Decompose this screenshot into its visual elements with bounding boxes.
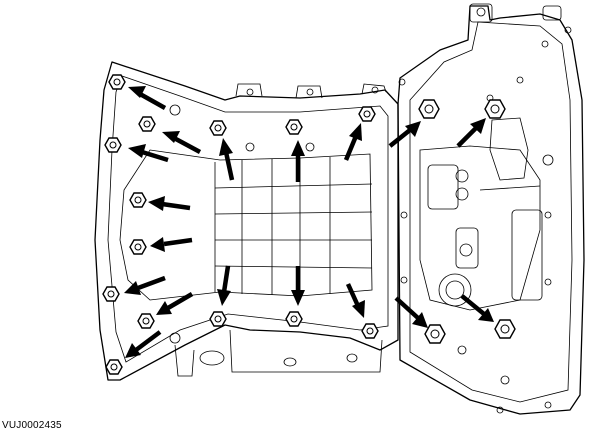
oil-pan-body bbox=[94, 61, 399, 381]
arrow-8 bbox=[125, 330, 162, 358]
bolt-9 bbox=[209, 120, 227, 136]
bolt-2 bbox=[138, 116, 156, 132]
bolt-12 bbox=[209, 311, 227, 327]
bolt-11 bbox=[358, 106, 376, 122]
bolt-18 bbox=[494, 319, 516, 339]
bolt-4 bbox=[129, 192, 147, 208]
arrow-1 bbox=[128, 86, 167, 110]
arrow-6 bbox=[124, 275, 166, 295]
bolt-1 bbox=[108, 74, 126, 90]
arrow-10 bbox=[291, 140, 305, 182]
arrow-4 bbox=[148, 196, 191, 211]
bolt-16 bbox=[484, 99, 506, 119]
arrow-18 bbox=[460, 294, 494, 322]
arrow-16 bbox=[456, 118, 486, 148]
bolt-13 bbox=[285, 311, 303, 327]
arrow-12 bbox=[217, 265, 231, 306]
bolt-17 bbox=[424, 324, 446, 344]
bolt-6 bbox=[102, 286, 120, 302]
end-cover-body bbox=[397, 3, 585, 415]
bolt-15 bbox=[418, 99, 440, 119]
arrows bbox=[124, 86, 494, 358]
bolt-10 bbox=[285, 119, 303, 135]
arrow-15 bbox=[388, 121, 421, 148]
bolt-7 bbox=[137, 313, 155, 329]
bolt-5 bbox=[129, 239, 147, 255]
arrow-11 bbox=[343, 123, 362, 161]
bolts bbox=[102, 74, 516, 375]
arrow-2 bbox=[162, 131, 202, 154]
bolt-8 bbox=[105, 359, 123, 375]
arrow-7 bbox=[156, 292, 194, 315]
figure-reference-code: VUJ0002435 bbox=[2, 420, 62, 431]
bolt-14 bbox=[361, 323, 379, 339]
arrow-14 bbox=[345, 283, 365, 318]
arrow-13 bbox=[291, 266, 305, 306]
arrow-3 bbox=[128, 144, 169, 163]
bolt-3 bbox=[104, 137, 122, 153]
arrow-9 bbox=[219, 138, 235, 181]
arrow-5 bbox=[150, 237, 193, 252]
arrow-17 bbox=[394, 296, 428, 328]
